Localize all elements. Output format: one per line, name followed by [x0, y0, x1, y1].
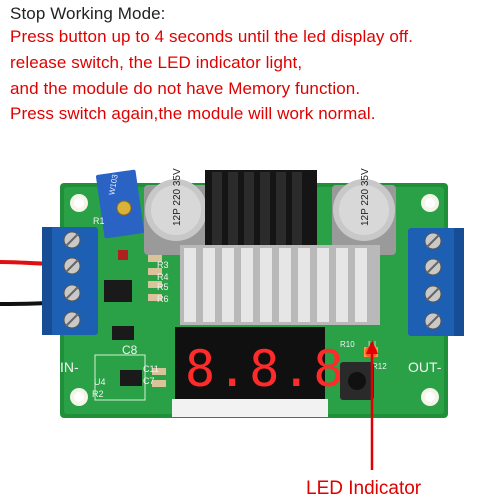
svg-text:W103: W103: [107, 173, 120, 196]
capacitor-left-label: 12P 220 35V: [172, 168, 183, 226]
label-r10: R10: [340, 340, 355, 349]
label-r2: R2: [92, 389, 104, 399]
label-r6: R6: [157, 294, 169, 304]
output-terminal-block: [408, 228, 464, 336]
capacitor-left: 12P 220 35V: [144, 168, 208, 255]
label-r1: R1: [93, 216, 105, 226]
instruction-line-2: release switch, the LED indicator light,: [10, 53, 303, 72]
capacitor-right-label: 12P 220 35V: [360, 168, 371, 226]
trimmer-potentiometer: W103: [95, 169, 145, 239]
label-r5: R5: [157, 282, 169, 292]
label-c7: C7: [143, 376, 155, 386]
silkscreen-labels: R1 R3 R4 R5 R6 C8 U4 C11 C7 R2 R10 IN R1…: [92, 216, 387, 399]
instruction-line-1: Press button up to 4 seconds until the l…: [10, 27, 414, 46]
callout-arrow: [366, 340, 378, 470]
push-button: [340, 362, 374, 400]
capacitor-right: 12P 220 35V: [332, 168, 396, 255]
heatsink-black: [205, 170, 317, 250]
label-r3: R3: [157, 260, 169, 270]
label-c11: C11: [143, 364, 159, 374]
heatsink-aluminum: [180, 245, 380, 325]
label-r12: R12: [372, 362, 387, 371]
label-r4: R4: [157, 272, 169, 282]
output-label: OUT-: [408, 359, 442, 375]
input-terminal-block: [42, 227, 98, 335]
led-indicator-callout-label: LED Indicator: [306, 478, 422, 499]
instructions-title: Stop Working Mode:: [10, 4, 166, 23]
input-label: IN-: [60, 359, 79, 375]
instruction-line-4: Press switch again,the module will work …: [10, 104, 376, 123]
label-c8: C8: [122, 343, 138, 357]
instruction-line-3: and the module do not have Memory functi…: [10, 79, 361, 98]
label-u4: U4: [94, 377, 106, 387]
small-components: [104, 250, 166, 387]
